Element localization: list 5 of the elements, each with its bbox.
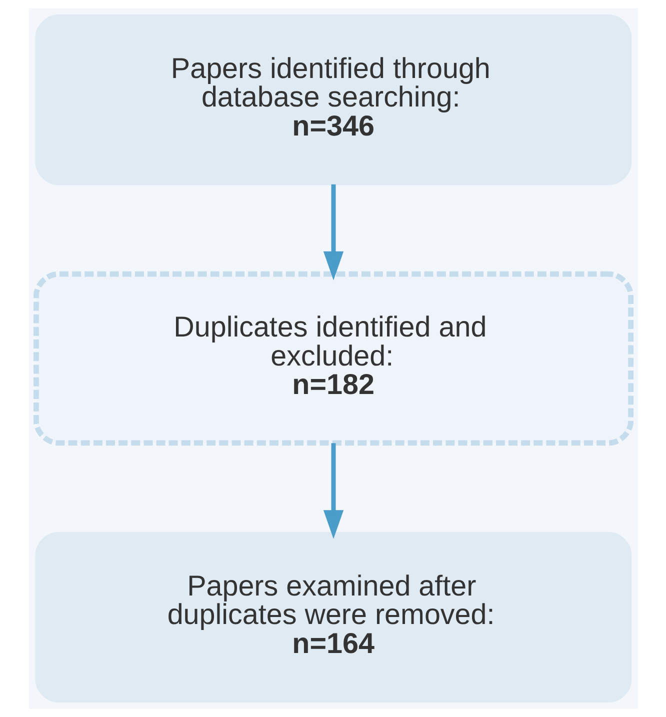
node-box: Papers identified through database searching: n=346 <box>34 14 632 186</box>
arrow <box>322 184 344 280</box>
node-box: Papers examined after duplicates were removed: n=164 <box>34 532 632 703</box>
node-box: Duplicates identified and excluded: n=182 <box>33 271 634 446</box>
arrow <box>322 443 344 539</box>
